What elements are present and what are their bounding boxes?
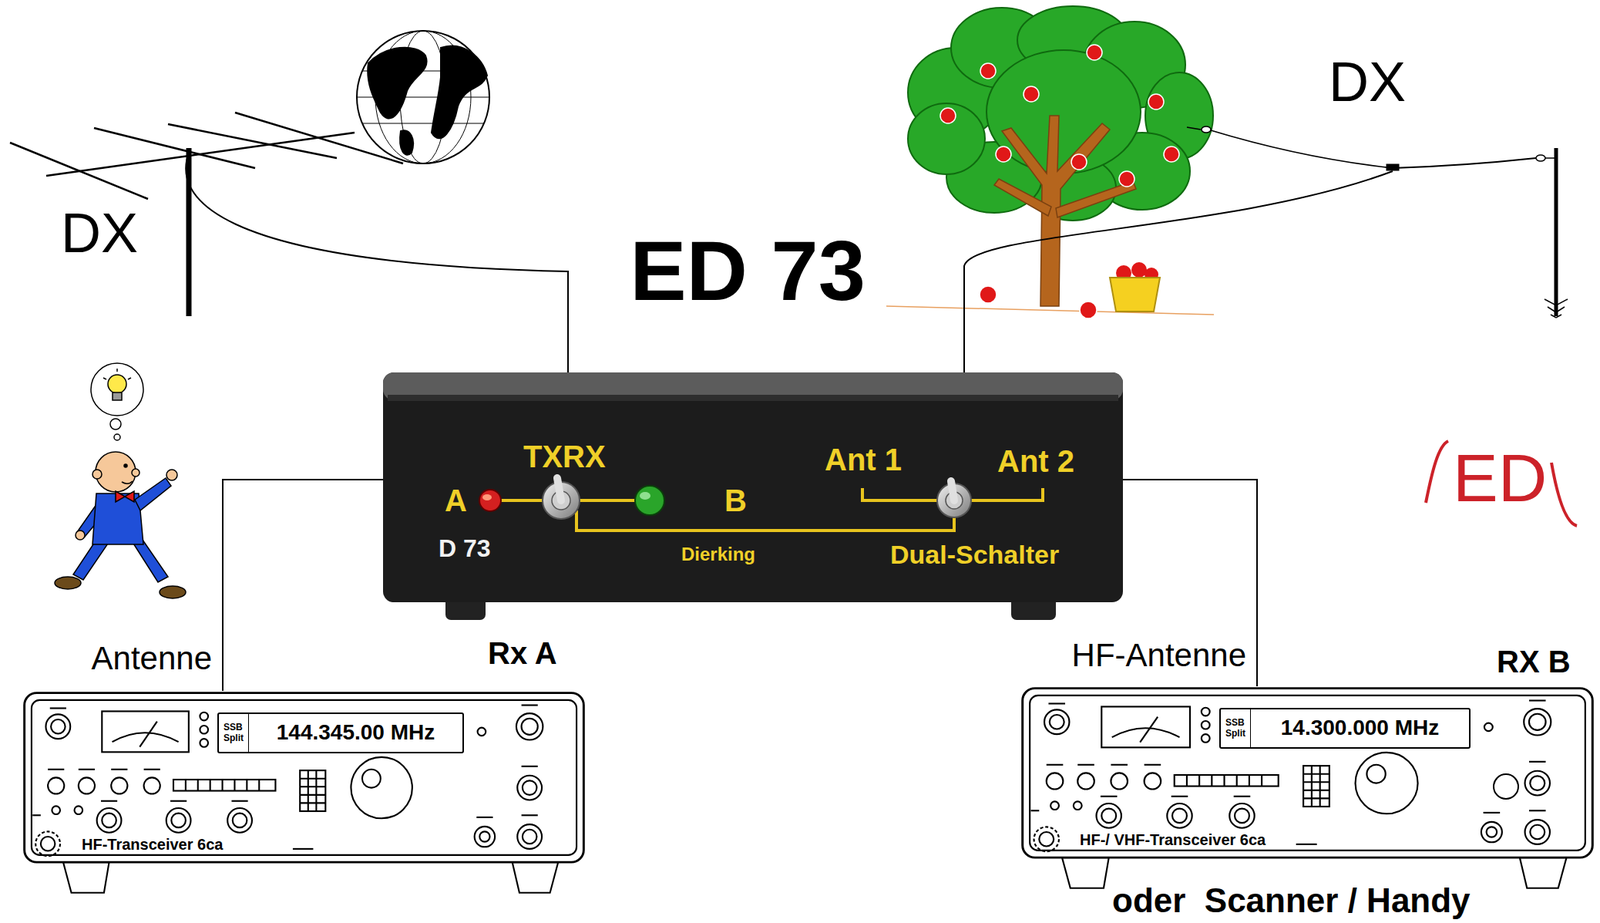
transceiver: HF-Transceiver 6caSSBSplit144.345.00 MHz [22,690,586,864]
model-name: D 73 [438,535,491,561]
position-label: B [724,484,747,516]
model-name: HF-/ VHF-Transceiver 6ca [1079,831,1266,848]
position-label: A [444,484,468,516]
mode-label: Split [1225,728,1246,739]
mode-label: SSB [223,722,244,733]
mode-column: SSBSplit [1220,709,1251,747]
mode-label: Split [223,732,244,743]
apple-tree [886,6,1214,319]
frequency-readout: 144.345.00 MHz [248,720,463,745]
frequency-readout: 14.300.000 MHz [1250,715,1469,740]
switch-label: TXRX [523,440,606,472]
dx-label: DX [60,205,138,261]
frequency-display: SSBSplit14.300.000 MHz [1219,707,1471,749]
logo: ED [1452,443,1547,512]
product-name: Dual-Schalter [890,541,1059,568]
transceiver-drawing [24,688,1594,893]
wire-antenna [964,126,1568,373]
mode-column: SSBSplit [218,713,249,752]
yagi-antenna [10,112,569,373]
maker-name: Dierking [681,544,756,564]
globe [356,30,490,164]
mode-label: SSB [1225,717,1246,728]
receiver-label: RX B [1496,645,1571,677]
switch-box: TXRX A B Ant 1 Ant 2 D 73 Dierking Dual-Schalte… [383,372,1123,602]
frequency-display: SSBSplit144.345.00 MHz [217,712,464,753]
edge-label: HF-Antenne [1072,638,1247,672]
switch-label: Ant 1 [824,443,902,475]
receiver-label: Rx A [487,637,558,669]
logo-wave [1425,440,1577,526]
model-name: HF-Transceiver 6ca [81,836,223,852]
switch-housing [383,372,1123,620]
running-man [54,363,186,599]
edge-label: Antenne [91,642,212,675]
transceiver: HF-/ VHF-Transceiver 6caSSBSplit14.300.0… [1020,685,1595,860]
note: oder Scanner / Handy [1112,883,1471,918]
switch-label: Ant 2 [997,445,1075,477]
antenna-cable [222,479,384,691]
apple-basket [1109,262,1160,312]
dx-label: DX [1328,53,1406,110]
title: ED 73 [629,228,866,313]
